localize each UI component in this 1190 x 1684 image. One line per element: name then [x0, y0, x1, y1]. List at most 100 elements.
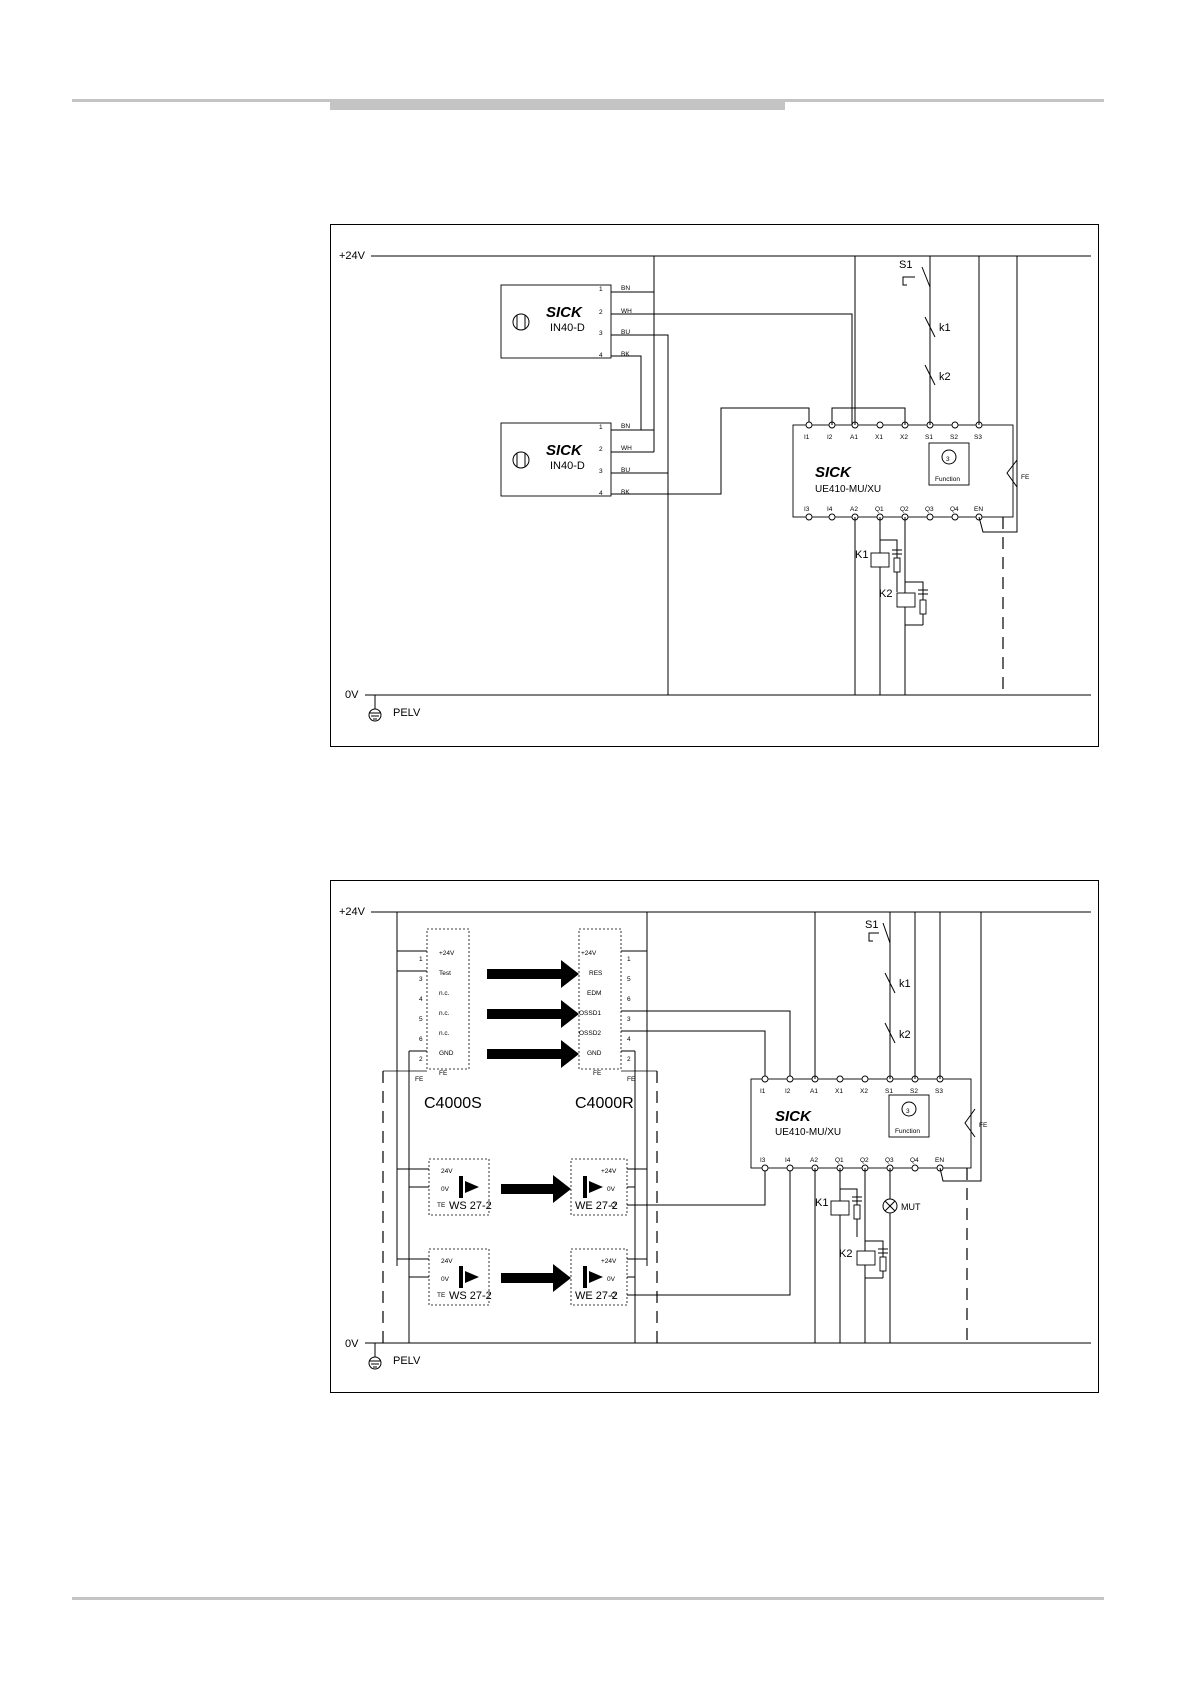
- label-diagram1-module-top_terminals-1: I2: [827, 434, 833, 441]
- wire-segment: [501, 1264, 571, 1292]
- wire-segment: [500, 422, 612, 497]
- label-diagram1-module-bottom_terminals-4: Q2: [900, 506, 909, 513]
- label-diagram2-module-dial_label: Function: [895, 1128, 920, 1135]
- sensor-1: SICK IN40-D: [500, 284, 612, 359]
- label-diagram2-receiver-pins-4-num: 4: [627, 1036, 631, 1043]
- label-diagram1-module-bottom_terminals-5: Q3: [925, 506, 934, 513]
- label-diagram1-contacts-1: k2: [939, 371, 951, 383]
- wire-segment: [896, 592, 916, 608]
- label-diagram2-contacts-0: k1: [899, 978, 911, 990]
- label-diagram2-receiver-pins-5-label: GND: [587, 1050, 602, 1057]
- label-diagram1-sensors-0-pins-0-wire: BN: [621, 285, 630, 292]
- wire-segment: [627, 1168, 766, 1206]
- wire-segment: [487, 1000, 579, 1028]
- label-diagram2-module-bottom_terminals-6: Q4: [910, 1157, 919, 1164]
- wire-segment: [926, 513, 934, 521]
- c4000s-name: C4000S: [424, 1095, 482, 1112]
- label-diagram2-module-top_terminals-1: I2: [785, 1088, 791, 1095]
- label-diagram2-module-dial_value: 3: [906, 1108, 910, 1115]
- label-diagram2-sender-pins-2-num: 4: [419, 996, 423, 1003]
- relay-k2-2: K2: [839, 1240, 888, 1279]
- label-diagram1-sensors-0-pins-3-wire: BK: [621, 351, 630, 358]
- wire-segment: [583, 1266, 587, 1288]
- label-diagram2-muting_receivers-0-model: WE 27-2: [575, 1200, 618, 1212]
- label-diagram2-sender-pins-1-num: 3: [419, 976, 423, 983]
- label-diagram1-relays-1: K2: [879, 588, 892, 600]
- label-diagram1-sensors-0-pins-2-num: 3: [599, 330, 603, 337]
- wire-segment: [951, 421, 959, 429]
- c4000r-receiver: C4000R +24V RES EDM OSSD1 OSSD2 GND FE 1…: [575, 928, 636, 1112]
- label-diagram2-module-top_terminals-5: S1: [885, 1088, 893, 1095]
- wiring-diagram-2: +24V 0V PELV C4000S +24V Test n.c. n.c. …: [330, 880, 1099, 1393]
- wire-segment: [876, 421, 884, 429]
- module-2-wiring: [814, 912, 982, 1343]
- label-diagram2-contacts-1: k2: [899, 1029, 911, 1041]
- wire-segment: [951, 513, 959, 521]
- wire-segment: [924, 316, 936, 338]
- wire-segment: [426, 928, 470, 1070]
- wire-segment: [611, 313, 853, 425]
- ground-symbol-2: [368, 1343, 382, 1370]
- c4000r-name: C4000R: [575, 1095, 634, 1112]
- wire-segment: [856, 1250, 876, 1266]
- label-diagram2-muting_senders-0-pins-0: 24V: [441, 1168, 453, 1175]
- label-diagram2-sender-pins-3-label: n.c.: [439, 1010, 450, 1017]
- wire-segment: [978, 256, 1018, 533]
- relay-k2-1: K2: [879, 581, 928, 626]
- label-diagram2-receiver-pins-4-label: OSSD2: [579, 1030, 601, 1037]
- sensor-2-model: IN40-D: [550, 460, 585, 472]
- label-diagram2-receiver-pins-2-label: EDM: [587, 990, 601, 997]
- label-diagram1-sensors-1-pins-3-num: 4: [599, 490, 603, 497]
- wire-segment: [921, 266, 931, 288]
- label-diagram2-sender-pins-0-label: +24V: [439, 950, 455, 957]
- beam-arrows: [487, 960, 579, 1292]
- label-diagram2-receiver-pins-3-num: 3: [627, 1016, 631, 1023]
- relay-k1-2: K1: [815, 1188, 862, 1237]
- label-diagram2-receiver-pins-0-num: 1: [627, 956, 631, 963]
- label-diagram2-muting_senders-1-model: WS 27-2: [449, 1290, 492, 1302]
- label-diagram2-module-top_terminals-2: A1: [810, 1088, 818, 1095]
- rail-pos-label-2: +24V: [339, 906, 366, 918]
- label-diagram1-module-bottom_terminals-6: Q4: [950, 506, 959, 513]
- ground-symbol: [368, 695, 382, 722]
- module-1-brand: SICK: [815, 464, 852, 481]
- wire-segment: [611, 256, 655, 293]
- wire-segment: [939, 912, 982, 1182]
- label-diagram2-sender-pins-2-label: n.c.: [439, 990, 450, 997]
- wire-segment: [853, 1204, 861, 1220]
- header-rule-accent: [330, 102, 785, 110]
- wire-segment: [611, 334, 669, 695]
- label-diagram2-muting_receivers-0-pins-2: Q: [611, 1202, 616, 1209]
- wire-segment: [627, 1168, 791, 1296]
- wire-segment: [805, 421, 813, 429]
- wire-segment: [792, 424, 1014, 518]
- label-diagram2-receiver-pins-6-num: FE: [627, 1076, 636, 1083]
- contact-k1-1: k1: [924, 316, 951, 338]
- contact-k2-1: k2: [924, 364, 951, 386]
- lamp-mut: MUT: [882, 1198, 921, 1214]
- label-diagram2-muting_senders-1-pins-0: 24V: [441, 1258, 453, 1265]
- wire-segment: [487, 1040, 579, 1068]
- wire-segment: [870, 552, 890, 568]
- wire-segment: [621, 1030, 766, 1079]
- ground-label-2: PELV: [393, 1355, 421, 1367]
- label-diagram2-muting_senders-0-pins-1: 0V: [441, 1186, 450, 1193]
- wire-segment: [868, 932, 879, 942]
- sender-wiring: [396, 912, 429, 1343]
- module-2-top-terminals: I1 I2 A1 X1 X2 S1 S2 S3: [760, 1075, 944, 1095]
- label-diagram1-module-top_terminals-0: I1: [804, 434, 810, 441]
- muting-sender-1: 24V 0V TE WS 27-2: [428, 1158, 492, 1216]
- label-diagram2-module-bottom_terminals-1: I4: [785, 1157, 791, 1164]
- header-rule: [72, 99, 1104, 102]
- module-2-bottom-terminals: I3 I4 A2 Q1 Q2 Q3 Q4 EN: [760, 1157, 944, 1172]
- contact-k2-2: k2: [884, 1022, 911, 1044]
- label-diagram1-module-top_terminals-7: S3: [974, 434, 982, 441]
- wire-segment: [882, 922, 891, 944]
- label-diagram1-module-dial_label: Function: [935, 476, 960, 483]
- module-1-bottom-terminals: I3 I4 A2 Q1 Q2 Q3 Q4 EN: [804, 506, 983, 521]
- label-diagram2-receiver-pins-1-num: 5: [627, 976, 631, 983]
- wire-segment: [761, 1164, 769, 1172]
- wire-segment: [583, 1176, 587, 1198]
